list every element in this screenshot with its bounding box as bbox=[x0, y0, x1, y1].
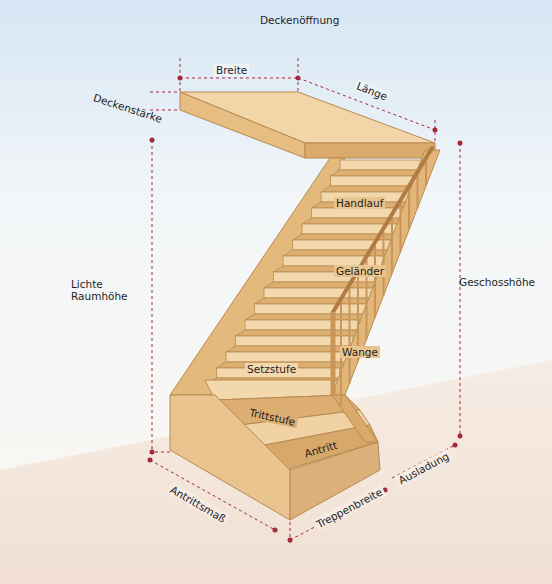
baluster bbox=[425, 161, 427, 186]
part-label: Geländer bbox=[334, 265, 386, 277]
ceiling-slab-front bbox=[180, 92, 305, 158]
ceiling-slab-edge bbox=[305, 143, 435, 158]
baluster bbox=[391, 217, 393, 274]
tread bbox=[264, 282, 380, 288]
part-label: Wange bbox=[340, 346, 380, 358]
floor bbox=[0, 360, 552, 584]
handrail bbox=[333, 148, 432, 312]
baluster bbox=[408, 189, 410, 230]
tread bbox=[293, 234, 401, 240]
baluster bbox=[374, 245, 376, 317]
dimension-dots bbox=[148, 76, 463, 543]
riser bbox=[236, 336, 354, 346]
part-label: Handlauf bbox=[334, 197, 385, 209]
riser bbox=[340, 160, 428, 170]
tread bbox=[283, 250, 394, 256]
newel-post bbox=[331, 312, 336, 395]
outer-stringer bbox=[332, 150, 440, 395]
part-label: Setzstufe bbox=[245, 363, 298, 375]
dimension-label: Geschosshöhe bbox=[457, 276, 537, 288]
outer-stringer-end bbox=[332, 395, 378, 442]
baluster bbox=[400, 203, 402, 252]
riser bbox=[331, 176, 422, 186]
stair-steps bbox=[207, 160, 428, 384]
tread bbox=[255, 298, 374, 304]
dimension-label: Deckenöffnung bbox=[258, 14, 341, 26]
dimension-label: Lichte Raumhöhe bbox=[69, 278, 155, 302]
baluster bbox=[349, 288, 351, 384]
riser bbox=[245, 320, 360, 330]
dimension-lines bbox=[150, 58, 460, 545]
dimension-label: Breite bbox=[214, 64, 249, 76]
riser bbox=[293, 240, 395, 250]
baluster bbox=[417, 175, 419, 208]
riser bbox=[226, 352, 346, 362]
baluster bbox=[383, 231, 385, 295]
